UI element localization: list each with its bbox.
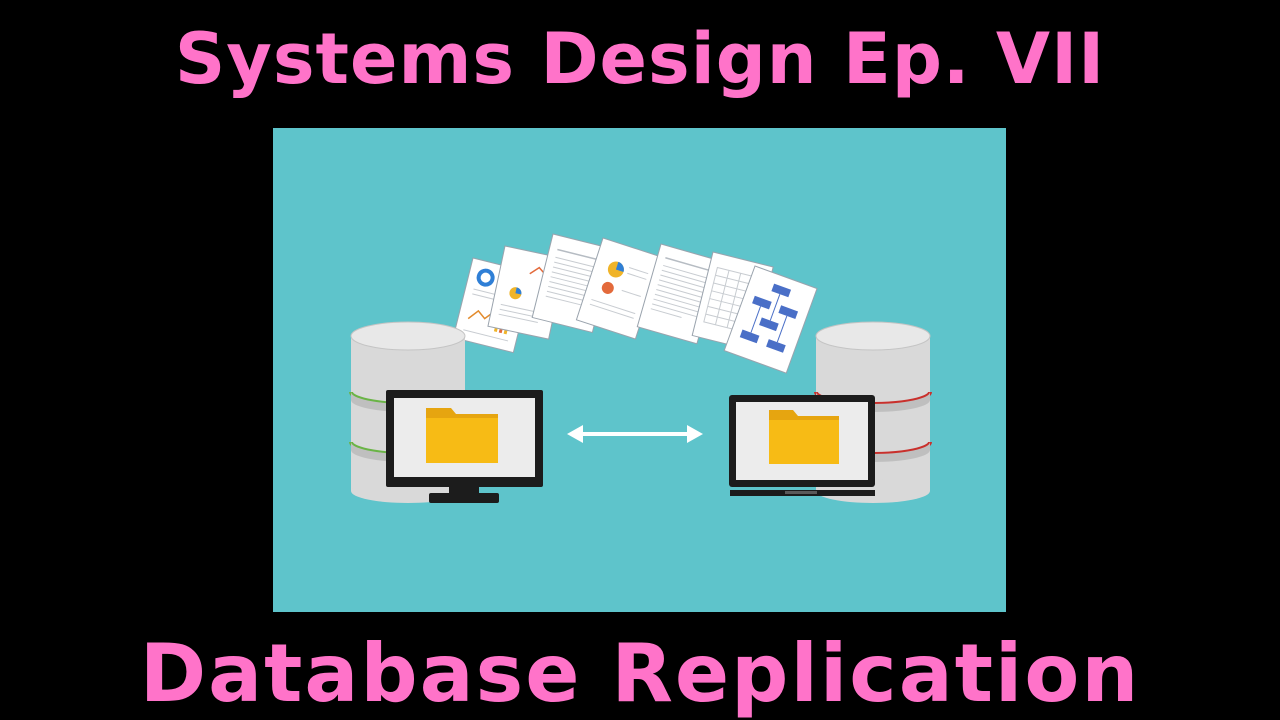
laptop-icon: [729, 395, 875, 496]
episode-title: Systems Design Ep. VII: [174, 18, 1106, 100]
illustration-svg: [273, 128, 1006, 612]
folder-icon: [426, 408, 498, 463]
double-arrow-icon: [567, 425, 703, 443]
document-pages-icon: [452, 233, 818, 374]
document-page-7: [723, 265, 818, 374]
topic-title: Database Replication: [139, 627, 1141, 720]
folder-icon: [769, 410, 839, 464]
replication-illustration: [273, 128, 1006, 612]
desktop-monitor-icon: [386, 390, 543, 503]
